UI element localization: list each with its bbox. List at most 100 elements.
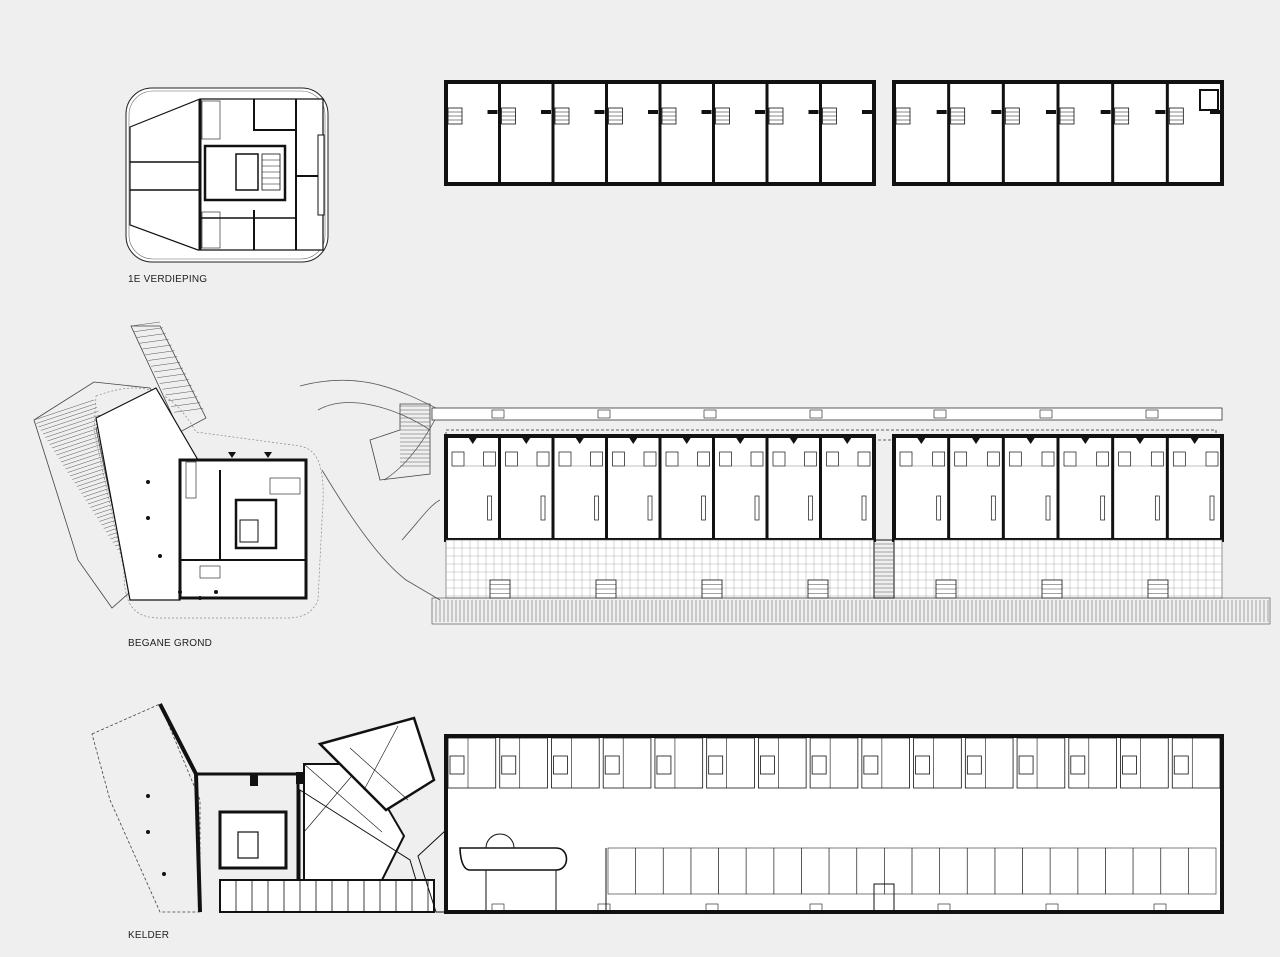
- first-floor-plan: [125, 80, 1224, 263]
- stair-icon: [1070, 755, 1086, 775]
- entrance-arrow: [522, 438, 531, 444]
- stair-icon: [697, 451, 710, 467]
- vent-mark: [491, 903, 505, 913]
- entrance-arrow: [1026, 438, 1035, 444]
- entrance-arrow: [1190, 438, 1199, 444]
- window-mark: [1210, 110, 1220, 114]
- terrace-hatch-line: [40, 411, 99, 431]
- storage-cell: [499, 737, 548, 789]
- window-mark: [991, 110, 1002, 114]
- window-mark: [936, 110, 947, 114]
- entrance-arrow: [736, 438, 745, 444]
- window-mark: [755, 110, 765, 114]
- vent-mark: [1045, 903, 1059, 913]
- window-mark: [1100, 110, 1111, 114]
- terrace-hatch-line: [33, 399, 95, 421]
- entrance-arrow: [682, 438, 691, 444]
- gallery-bin: [491, 409, 505, 419]
- storage-cell: [654, 737, 704, 789]
- window-mark: [541, 110, 551, 114]
- ramp-hatch-line: [159, 379, 189, 384]
- stair-icon: [1173, 755, 1189, 775]
- ramp-hatch-line: [139, 339, 169, 344]
- ramp-hatch-line: [165, 390, 195, 396]
- stair-icon: [863, 755, 879, 775]
- ramp-hatch-line: [162, 385, 192, 390]
- ground-floor-tower: [146, 452, 308, 600]
- ramp-hatch-line: [142, 344, 172, 350]
- stair-icon: [558, 451, 572, 467]
- storage-cell: [964, 737, 1014, 789]
- entrance-arrow: [789, 438, 798, 444]
- kitchen-counter: [701, 495, 706, 521]
- stair-icon: [1041, 451, 1055, 467]
- stair-icon: [1063, 451, 1077, 467]
- gallery-bin: [1039, 409, 1053, 419]
- stair-icon: [536, 451, 550, 467]
- vent-mark: [1153, 903, 1167, 913]
- storage-cell: [861, 737, 910, 789]
- gallery-bin: [703, 409, 717, 419]
- ramp-hatch-line: [151, 362, 181, 367]
- ground-floor-plan: [33, 321, 1271, 625]
- terrace-hatch-line: [38, 407, 98, 428]
- kitchen-counter: [1209, 495, 1215, 521]
- entrance-arrow: [1136, 438, 1144, 444]
- entrance-arrow: [917, 438, 926, 444]
- stair-icon: [449, 755, 465, 775]
- storage-cell: [1016, 737, 1066, 789]
- storage-cell: [447, 737, 497, 789]
- terrace-hatch-line: [54, 433, 108, 452]
- vent-mark: [597, 903, 611, 913]
- stair-icon: [483, 451, 496, 467]
- ground-floor-row-a: [444, 434, 876, 542]
- floor-label-ground-floor: BEGANE GROND: [128, 638, 213, 649]
- stair-icon: [986, 451, 1000, 467]
- stair-icon: [1018, 755, 1034, 775]
- entrance-arrow: [972, 438, 980, 444]
- kitchen-counter: [1045, 495, 1051, 521]
- ramp-hatch-line: [156, 373, 186, 378]
- ramp-hatch-line: [145, 350, 175, 355]
- stair-icon: [612, 451, 625, 467]
- gallery-bin: [1145, 409, 1159, 419]
- stair-icon: [1172, 451, 1186, 467]
- ramp-hatch-line: [136, 333, 166, 338]
- stair-icon: [553, 755, 568, 775]
- basement-plan: [91, 703, 1224, 914]
- stair-icon: [1205, 451, 1219, 467]
- terrace-hatch-line: [36, 403, 96, 424]
- stair-icon: [857, 451, 871, 467]
- storage-cell: [1120, 737, 1169, 789]
- stair-icon: [656, 755, 672, 775]
- ramp-hatch-line: [148, 356, 178, 361]
- stair-icon: [451, 451, 465, 467]
- window-mark: [701, 110, 712, 114]
- kitchen-counter: [936, 495, 942, 521]
- storage-cell: [602, 737, 652, 789]
- stair-icon: [1122, 755, 1137, 775]
- stair-icon: [665, 451, 679, 467]
- stair-icon: [1096, 451, 1110, 467]
- stair-icon: [1008, 451, 1022, 467]
- gallery-bin: [597, 409, 611, 419]
- storage-cell: [913, 737, 962, 789]
- stair-icon: [760, 755, 775, 775]
- floor-label-basement: KELDER: [128, 930, 170, 941]
- stair-icon: [590, 451, 603, 467]
- kitchen-counter: [1100, 495, 1106, 521]
- window-mark: [648, 110, 658, 114]
- stair-icon: [505, 451, 518, 467]
- stair-icon: [1150, 451, 1164, 467]
- stair-icon: [708, 755, 724, 775]
- kitchen-counter: [487, 495, 492, 521]
- kitchen-counter: [594, 495, 599, 521]
- first-floor-row-b: [892, 80, 1224, 186]
- stair-icon: [826, 451, 839, 467]
- storage-cell: [758, 737, 807, 789]
- kitchen-counter: [808, 495, 813, 521]
- terrace-hatch-line: [49, 426, 105, 445]
- stair-icon: [804, 451, 817, 467]
